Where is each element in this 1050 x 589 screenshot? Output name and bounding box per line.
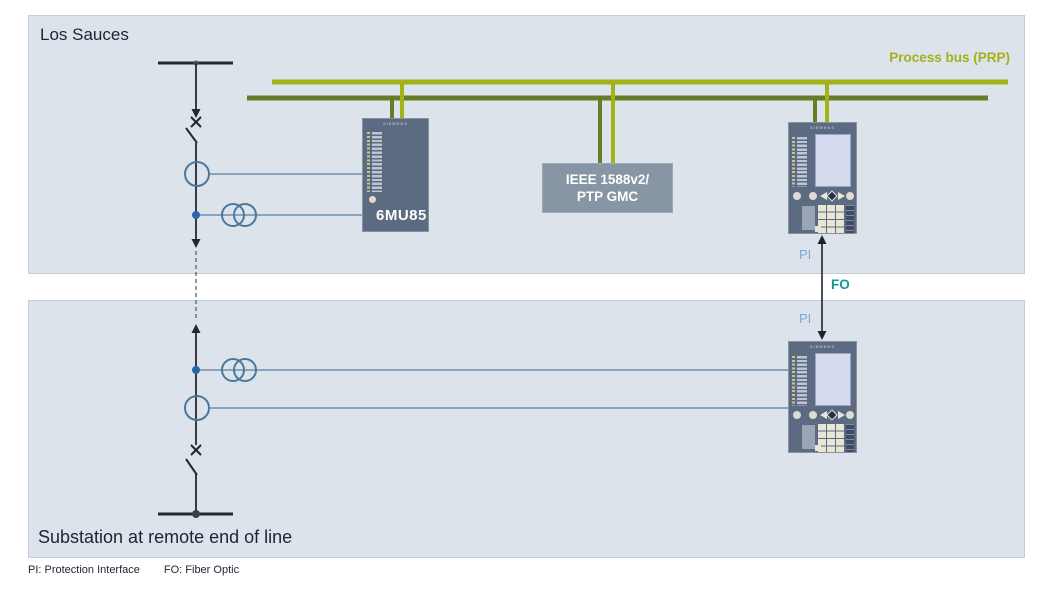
siemens-logo: SIEMENS [809, 344, 835, 349]
small-key [815, 226, 821, 232]
led-column [367, 132, 370, 192]
nav-right-icon [838, 411, 845, 419]
terminal-strip [372, 132, 382, 192]
protection-relay-top: SIEMENS [788, 122, 857, 234]
nav-left-icon [820, 411, 827, 419]
gmc-label-line1: IEEE 1588v2/ [565, 172, 650, 187]
pi-label-bottom: PI [799, 311, 812, 326]
nav-left-icon [820, 192, 827, 200]
legend-fo: FO: Fiber Optic [163, 564, 240, 576]
siemens-logo: SIEMENS [809, 125, 835, 130]
remote-station-title: Substation at remote end of line [38, 527, 293, 547]
panel-los-sauces [28, 15, 1025, 274]
round-button [809, 411, 817, 419]
process-bus-label: Process bus (PRP) [889, 50, 1010, 65]
siemens-logo: SIEMENS [382, 121, 408, 126]
led-column [792, 137, 795, 187]
merging-unit-6mu85: SIEMENS 6MU85 [362, 118, 429, 232]
side-keys [846, 424, 854, 452]
pi-label-top: PI [799, 247, 812, 262]
round-button [846, 411, 854, 419]
led-strip [797, 137, 807, 187]
numeric-keypad [818, 424, 844, 452]
round-button [846, 192, 854, 200]
numeric-keypad [818, 205, 844, 233]
device-label: 6MU85 [376, 207, 427, 224]
legend-pi: PI: Protection Interface [28, 564, 140, 576]
legend: PI: Protection Interface FO: Fiber Optic [28, 564, 263, 576]
round-button [809, 192, 817, 200]
led-strip [797, 356, 807, 406]
key-block [802, 425, 815, 449]
station-title: Los Sauces [40, 25, 129, 44]
side-keys [846, 205, 854, 233]
nav-enter-icon [827, 191, 837, 201]
gmc-box: IEEE 1588v2/ PTP GMC [542, 163, 673, 213]
relay-display [815, 353, 851, 406]
gmc-label-line2: PTP GMC [576, 189, 639, 204]
round-button [793, 192, 801, 200]
key-block [802, 206, 815, 230]
panel-remote-substation [28, 300, 1025, 558]
protection-relay-bottom: SIEMENS [788, 341, 857, 453]
fo-label: FO [831, 277, 850, 292]
relay-display [815, 134, 851, 187]
round-button [369, 196, 376, 203]
nav-right-icon [838, 192, 845, 200]
led-column [792, 356, 795, 406]
small-key [815, 445, 821, 451]
nav-enter-icon [827, 410, 837, 420]
round-button [793, 411, 801, 419]
